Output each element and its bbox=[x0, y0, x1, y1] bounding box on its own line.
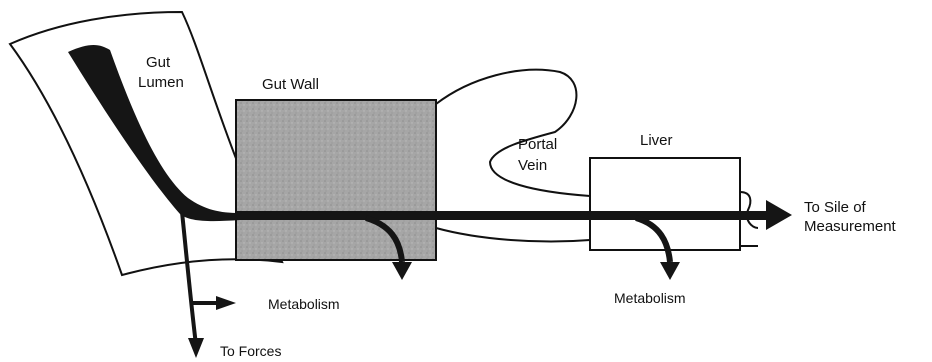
gut-lumen-label-line2: Lumen bbox=[138, 74, 184, 92]
flow-line-main bbox=[236, 211, 768, 220]
to-forces-label: To Forces bbox=[220, 343, 281, 360]
gut-wall-label: Gut Wall bbox=[262, 76, 319, 94]
metabolism-gut-label: Metabolism bbox=[268, 296, 340, 313]
liver-label: Liver bbox=[640, 132, 673, 150]
metabolism-liver-label: Metabolism bbox=[614, 290, 686, 307]
gut-wall-box bbox=[236, 100, 436, 260]
portal-vein-label-line1: Portal bbox=[518, 136, 557, 154]
flow-arrowhead-main bbox=[766, 200, 792, 230]
arrowhead-forces-side bbox=[216, 296, 236, 310]
arrowhead-forces bbox=[188, 338, 204, 358]
arrowhead-metabolism-liver bbox=[660, 262, 680, 280]
liver-outlet-vessel bbox=[740, 192, 758, 228]
portal-vein-label-line2: Vein bbox=[518, 157, 547, 175]
gut-lumen-label-line1: Gut bbox=[146, 54, 170, 72]
arrowhead-metabolism-gut bbox=[392, 262, 412, 280]
to-site-label-line1: To Sile of bbox=[804, 199, 866, 217]
to-site-label-line2: Measurement bbox=[804, 218, 896, 236]
